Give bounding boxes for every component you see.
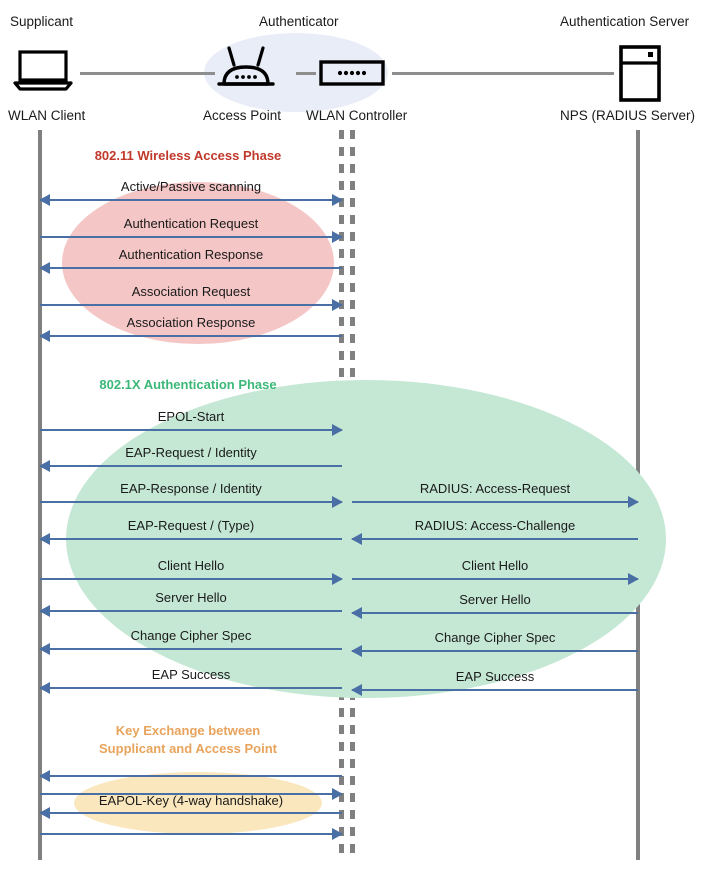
- actor-device-wlan-controller: WLAN Controller: [306, 108, 408, 123]
- message-line: [40, 465, 342, 467]
- message-label: EPOL-Start: [157, 409, 225, 424]
- message-line: [40, 610, 342, 612]
- message-label: Authentication Response: [118, 247, 264, 262]
- actor-device-wlan-client: WLAN Client: [8, 108, 86, 123]
- message-label: RADIUS: Access-Request: [419, 481, 571, 496]
- link-ap-to-controller: [296, 72, 316, 75]
- arrowhead-right-icon: [332, 299, 343, 311]
- message-line: [40, 335, 342, 337]
- actor-role-authentication-server: Authentication Server: [560, 14, 690, 29]
- message-line: [352, 650, 638, 652]
- arrowhead-left-icon: [351, 607, 362, 619]
- message-line: [40, 648, 342, 650]
- arrowhead-left-icon: [39, 682, 50, 694]
- phase-label-key-exchange-line2: Supplicant and Access Point: [99, 741, 277, 757]
- message-label: Server Hello: [155, 590, 227, 605]
- message-label: Association Request: [131, 284, 251, 299]
- arrowhead-left-icon: [39, 643, 50, 655]
- arrowhead-left-icon: [39, 262, 50, 274]
- actor-device-access-point: Access Point: [203, 108, 282, 123]
- arrowhead-left-icon: [39, 807, 50, 819]
- message-line: [40, 833, 342, 835]
- lifeline-supplicant: [38, 130, 42, 860]
- message-line: [352, 538, 638, 540]
- message-label: EAPOL-Key (4-way handshake): [98, 793, 284, 808]
- arrowhead-right-icon: [332, 573, 343, 585]
- message-line: [40, 236, 342, 238]
- message-label: Client Hello: [461, 558, 529, 573]
- message-label: Active/Passive scanning: [120, 179, 262, 194]
- message-line: [40, 304, 342, 306]
- phase-label-key-exchange: Key Exchange between Supplicant and Acce…: [38, 722, 338, 759]
- arrowhead-right-icon: [332, 231, 343, 243]
- arrowhead-right-icon: [332, 788, 343, 800]
- arrowhead-left-icon: [39, 194, 50, 206]
- actor-role-authenticator: Authenticator: [259, 14, 339, 29]
- arrowhead-left-icon: [351, 645, 362, 657]
- message-label: Association Response: [126, 315, 256, 330]
- message-line: [40, 429, 342, 431]
- phase-label-key-exchange-line1: Key Exchange between: [115, 723, 261, 738]
- message-label: Change Cipher Spec: [130, 628, 252, 643]
- message-line: [352, 689, 638, 691]
- message-line: [40, 578, 342, 580]
- arrowhead-left-icon: [351, 533, 362, 545]
- phase-label-dot1x: 802.1X Authentication Phase: [99, 377, 277, 392]
- message-line: [352, 578, 638, 580]
- wlan-controller-icon: [319, 60, 385, 91]
- message-line: [40, 501, 342, 503]
- phase-blob-wireless: [62, 182, 334, 344]
- arrowhead-right-icon: [332, 496, 343, 508]
- actor-role-supplicant: Supplicant: [10, 14, 74, 29]
- message-label: Authentication Request: [123, 216, 259, 231]
- arrowhead-left-icon: [39, 330, 50, 342]
- link-controller-to-server: [392, 72, 614, 75]
- link-client-to-ap: [80, 72, 215, 75]
- arrowhead-left-icon: [39, 770, 50, 782]
- message-label: Server Hello: [459, 592, 531, 607]
- arrowhead-left-icon: [39, 533, 50, 545]
- arrowhead-right-icon: [332, 424, 343, 436]
- message-label: Change Cipher Spec: [434, 630, 556, 645]
- phase-label-wireless: 802.11 Wireless Access Phase: [94, 148, 282, 163]
- access-point-icon: [216, 46, 276, 97]
- message-line: [352, 612, 638, 614]
- message-line: [352, 501, 638, 503]
- message-label: Client Hello: [157, 558, 225, 573]
- message-line: [40, 775, 342, 777]
- message-label: RADIUS: Access-Challenge: [414, 518, 576, 533]
- arrowhead-right-icon: [628, 496, 639, 508]
- message-label: EAP Success: [455, 669, 535, 684]
- actor-device-nps-radius-server: NPS (RADIUS Server): [560, 108, 696, 123]
- message-label: EAP-Response / Identity: [120, 481, 262, 496]
- server-icon: [619, 45, 661, 107]
- arrowhead-left-icon: [39, 605, 50, 617]
- message-line: [40, 687, 342, 689]
- message-line: [40, 267, 342, 269]
- laptop-icon: [12, 50, 74, 97]
- phase-blob-key-exchange: [74, 772, 322, 834]
- message-label: EAP-Request / Identity: [125, 445, 257, 460]
- message-label: EAP Success: [151, 667, 231, 682]
- arrowhead-left-icon: [351, 684, 362, 696]
- message-line: [40, 812, 342, 814]
- message-line: [40, 793, 342, 795]
- message-label: EAP-Request / (Type): [127, 518, 255, 533]
- arrowhead-right-icon: [332, 194, 343, 206]
- message-line: [40, 538, 342, 540]
- arrowhead-right-icon: [628, 573, 639, 585]
- arrowhead-left-icon: [39, 460, 50, 472]
- message-line: [40, 199, 342, 201]
- arrowhead-right-icon: [332, 828, 343, 840]
